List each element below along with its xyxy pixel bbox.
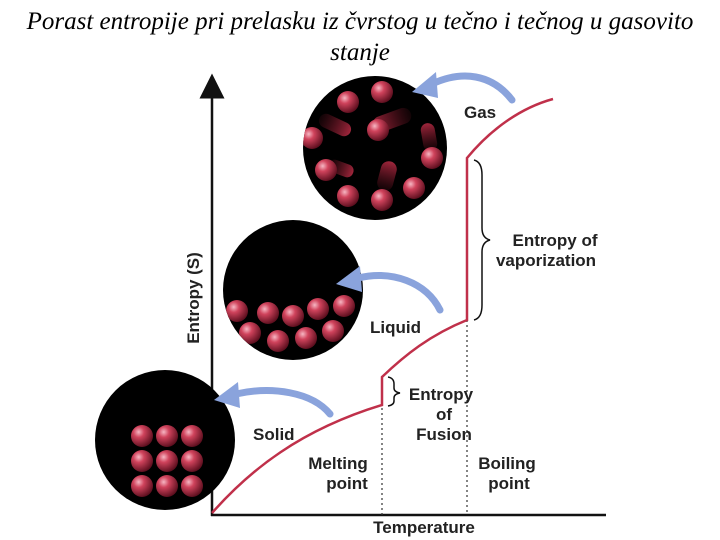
- slide-title: Porast entropije pri prelasku iz čvrstog…: [26, 8, 694, 66]
- fusion-brace: [387, 376, 401, 407]
- liquid-molecules-illustration: [223, 220, 363, 360]
- fusion-label-line1: Entropy: [409, 385, 474, 404]
- fusion-label-line2: of: [436, 405, 452, 424]
- vaporization-label-line1: Entropy of: [513, 231, 598, 250]
- gas-molecules-illustration: [303, 76, 447, 220]
- boiling-point-label-line1: Boiling: [478, 454, 536, 473]
- solid-pointer-arrow: [214, 382, 334, 418]
- melting-point-label-line2: point: [326, 474, 368, 493]
- vaporization-label-line2: vaporization: [496, 251, 596, 270]
- liquid-pointer-arrow: [336, 266, 444, 314]
- fusion-label-line3: Fusion: [416, 425, 472, 444]
- solid-molecules-illustration: [95, 370, 235, 510]
- solid-label: Solid: [253, 425, 295, 444]
- entropy-curve: [211, 97, 554, 514]
- gas-label: Gas: [464, 103, 496, 122]
- y-axis-label: Entropy (S): [184, 252, 203, 344]
- x-axis-label: Temperature: [373, 518, 475, 537]
- gas-pointer-arrow: [412, 72, 516, 104]
- melting-point-label-line1: Melting: [308, 454, 368, 473]
- boiling-point-label-line2: point: [488, 474, 530, 493]
- vaporization-brace: [473, 159, 491, 321]
- liquid-label: Liquid: [370, 318, 421, 337]
